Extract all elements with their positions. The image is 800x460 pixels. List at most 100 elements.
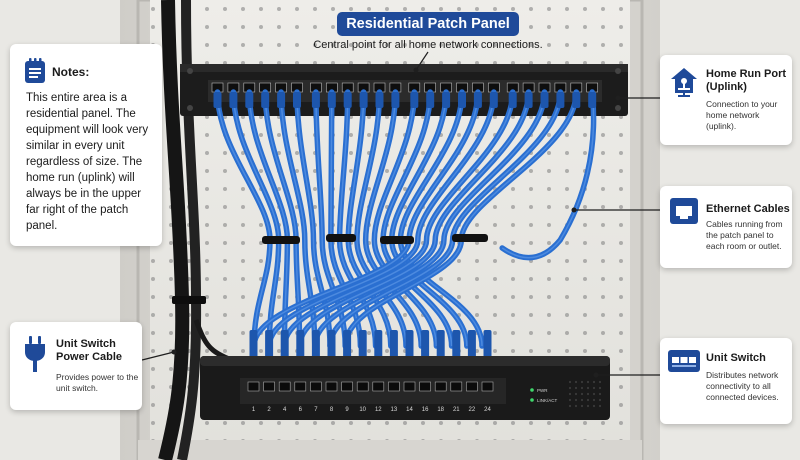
cable-boot (508, 92, 517, 108)
ethernet-cables-title: Ethernet Cables (706, 203, 790, 215)
unit-switch-card: Unit Switch Distributes network connecti… (660, 338, 792, 424)
switch-port-number: 9 (345, 407, 349, 413)
switch-vent-hole (598, 398, 602, 402)
cable-boot (588, 92, 597, 108)
cable-boot (410, 92, 419, 108)
switch-vent-hole (592, 380, 596, 384)
cable-boot (343, 92, 352, 108)
power-cable-card: Unit Switch Power Cable Provides power t… (10, 322, 142, 410)
switch-vent-hole (586, 392, 590, 396)
switch-port-number: 1 (252, 407, 256, 413)
ethernet-cable-highlight (216, 91, 271, 347)
cable-ties (262, 234, 488, 244)
switch-vent-hole (568, 386, 572, 390)
house-network-icon (671, 68, 697, 97)
cable-boot (327, 92, 336, 108)
switch-port-number: 2 (267, 407, 271, 413)
callout-lines (141, 51, 660, 376)
page-subtitle: Central point for all home network conne… (313, 39, 543, 51)
pwr-led (530, 388, 534, 392)
switch-vent-hole (574, 392, 578, 396)
power-cable-description: Provides power to the unit switch. (56, 372, 139, 393)
cable-boot (261, 92, 270, 108)
switch-vent-hole (580, 398, 584, 402)
ethernet-cable-highlight (298, 91, 530, 347)
switch-cable-boot (405, 330, 414, 358)
switch-vent-hole (580, 380, 584, 384)
notes-heading: Notes: (52, 65, 90, 79)
switch-cable-boot (343, 330, 352, 358)
switch-port (341, 381, 353, 392)
switch-port (294, 381, 307, 392)
switch-port (247, 381, 260, 392)
notes-text: This entire area is a residential panel.… (26, 92, 149, 232)
switch-vent-hole (598, 392, 602, 396)
switch-vent-hole (592, 398, 596, 402)
switch-icon (668, 350, 700, 372)
switch-cable-boot (389, 330, 398, 358)
switch-vent-hole (568, 398, 572, 402)
ethernet-cables-card: Ethernet Cables Cables running from the … (660, 186, 792, 268)
switch-port (434, 381, 447, 392)
cable-boot (391, 92, 400, 108)
switch-port-number: 18 (437, 407, 444, 413)
switch-port-number: 24 (484, 407, 491, 413)
ethernet-cables (213, 89, 597, 364)
switch-vent-hole (598, 404, 602, 408)
switch-port (310, 381, 322, 392)
switch-cable-boot (467, 330, 476, 358)
switch-cable-boot (296, 330, 305, 358)
switch-port-number: 8 (330, 407, 334, 413)
switch-vent-hole (592, 392, 596, 396)
cable-boot (540, 92, 549, 108)
power-cable-title: Unit Switch Power Cable (56, 338, 123, 363)
switch-vent-hole (574, 404, 578, 408)
switch-cable-boot (452, 330, 461, 358)
switch-cable-boot (436, 330, 445, 358)
switch-cable-boot (311, 330, 320, 358)
switch-port (263, 381, 275, 392)
ethernet-cable-highlight (501, 91, 595, 259)
switch-vent-hole (568, 404, 572, 408)
switch-vent-hole (592, 386, 596, 390)
link-led-label: LINK/ACT (537, 398, 558, 403)
cable-boot (293, 92, 301, 108)
power-plug-icon (25, 336, 45, 372)
notes-card: Notes: This entire area is a residential… (10, 44, 162, 246)
switch-port-number: 7 (314, 407, 318, 413)
switch-port (388, 381, 400, 392)
switch-cable-boot (280, 330, 289, 358)
home-run-card: Home Run Port (Uplink) Connection to you… (660, 55, 792, 145)
ethernet-port-icon (670, 198, 698, 224)
switch-cable-boot (265, 330, 274, 358)
switch-port (466, 381, 478, 392)
cable-boot (524, 92, 533, 108)
cable-boot (311, 92, 320, 108)
cable-boot (359, 92, 368, 108)
cable-boot (277, 92, 286, 108)
ethernet-cable-highlight (373, 91, 438, 347)
cable-boot (473, 92, 482, 108)
switch-cable-boot (358, 330, 367, 358)
switch-vent-hole (568, 380, 572, 384)
switch-vent-hole (586, 398, 590, 402)
switch-port (372, 381, 385, 392)
switch-port-number: 22 (469, 407, 476, 413)
cable-boot (229, 92, 238, 108)
switch-port-number: 12 (375, 407, 382, 413)
switch-vent-hole (580, 386, 584, 390)
ethernet-cable-highlight (268, 91, 495, 347)
pwr-led-label: PWR (537, 388, 548, 393)
cable-boot (213, 92, 222, 108)
switch-port-number: 13 (391, 407, 398, 413)
switch-port-number: 6 (299, 407, 303, 413)
home-run-title: Home Run Port (Uplink) (706, 68, 787, 93)
home-run-description: Connection to your home network (uplink)… (706, 99, 778, 131)
switch-port-number: 10 (359, 407, 366, 413)
cable-boot (426, 92, 435, 108)
switch-vent-hole (586, 404, 590, 408)
switch-vent-hole (568, 392, 572, 396)
cable-boot (458, 92, 466, 108)
